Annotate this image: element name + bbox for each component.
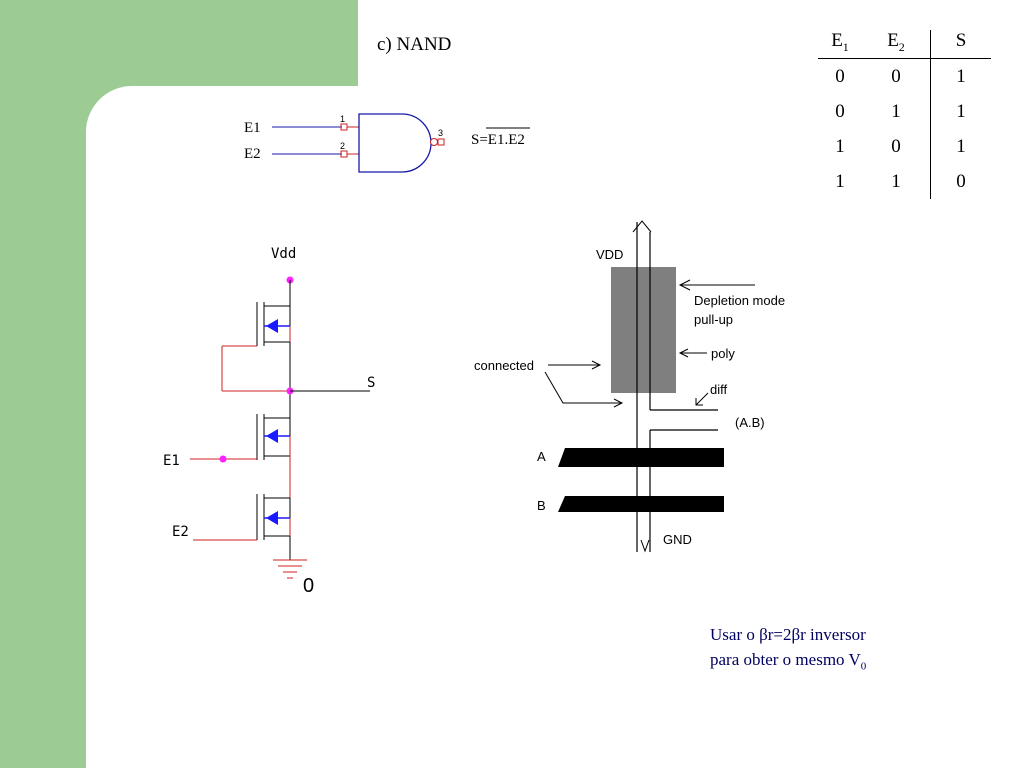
layout-diagram: VDD Depletion mode pull-up poly connecte… — [474, 220, 785, 553]
left-arrow-icon — [678, 279, 691, 291]
schematic-vdd-label: Vdd — [271, 246, 296, 262]
cell: 1 — [930, 129, 991, 164]
down-left-arrow-icon — [695, 398, 703, 406]
header-e1: E1 — [818, 30, 862, 59]
layout-b-label: B — [537, 498, 546, 513]
slide-title: c) NAND — [377, 34, 452, 55]
ground-symbol — [273, 559, 307, 579]
gate-label-e2: E2 — [244, 146, 261, 162]
nand-body — [358, 113, 432, 173]
cell: 1 — [835, 170, 845, 192]
connected-label: connected — [474, 358, 534, 373]
depletion-label-line2: pull-up — [694, 312, 733, 327]
pin-number: 2 — [340, 141, 345, 151]
cell: 1 — [891, 100, 901, 122]
cell: 0 — [835, 65, 845, 87]
nmos-transistor-e1 — [190, 414, 291, 463]
nmos-nand-schematic: Vdd S — [163, 246, 375, 597]
down-arrow-icon — [640, 539, 650, 553]
cell: 1 — [835, 135, 845, 157]
layout-vdd-label: VDD — [596, 247, 623, 262]
note-line-2-text: para obter o mesmo V — [710, 650, 861, 669]
note-subscript: 0 — [860, 660, 867, 673]
cell: 1 — [930, 94, 991, 129]
table-row: 1 0 1 — [818, 129, 991, 164]
truth-table: E1 E2 S 0 0 1 0 1 1 1 0 1 1 1 0 — [818, 30, 991, 199]
layout-a-label: A — [537, 449, 546, 464]
truth-table-header: E1 E2 S — [818, 30, 991, 59]
layout-gnd-label: GND — [663, 532, 692, 547]
right-arrow-icon — [591, 360, 602, 370]
arrow-line — [544, 371, 622, 404]
table-row: 0 0 1 — [818, 58, 991, 94]
right-arrow-icon — [613, 398, 624, 408]
pin-number: 1 — [340, 114, 345, 124]
table-row: 0 1 1 — [818, 94, 991, 129]
gate-label-e1: E1 — [244, 120, 261, 136]
pullup-transistor — [221, 302, 291, 392]
schematic-output-label: S — [367, 375, 375, 391]
poly-gate-b — [558, 496, 724, 512]
note-line-1: Usar o βr=2βr inversor — [710, 625, 866, 644]
depletion-implant — [611, 267, 676, 393]
table-row: 1 1 0 — [818, 164, 991, 199]
cell: 0 — [930, 164, 991, 199]
cell: 0 — [835, 100, 845, 122]
cell: 1 — [930, 58, 991, 94]
cell: 0 — [891, 65, 901, 87]
ab-label: (A.B) — [735, 415, 765, 430]
inversion-bubble — [430, 138, 438, 146]
poly-gate-a — [558, 448, 724, 467]
design-note: Usar o βr=2βr inversor para obter o mesm… — [710, 622, 866, 679]
diff-label: diff — [710, 382, 727, 397]
cell: 1 — [891, 170, 901, 192]
left-arrow-icon — [678, 348, 689, 358]
nand-gate-symbol: E1 E2 1 2 3 S=E1.E2 — [244, 113, 530, 173]
up-arrow-icon — [632, 220, 652, 233]
schematic-e2-label: E2 — [172, 524, 189, 540]
pin-box — [437, 138, 445, 146]
cell: 0 — [891, 135, 901, 157]
note-line-2: para obter o mesmo V0 — [710, 647, 866, 679]
schematic-e1-label: E1 — [163, 453, 180, 469]
pin-number: 3 — [438, 128, 443, 138]
slide-content-area — [86, 86, 1024, 768]
header-e2: E2 — [862, 30, 931, 59]
header-s: S — [930, 30, 991, 59]
nmos-transistor-e2 — [193, 494, 291, 541]
arrow-line — [695, 392, 709, 406]
depletion-label-line1: Depletion mode — [694, 293, 785, 308]
ground-label: 0 — [303, 575, 314, 597]
poly-label: poly — [711, 346, 735, 361]
pin-stub — [347, 126, 359, 155]
gate-output-label: S=E1.E2 — [471, 132, 525, 148]
